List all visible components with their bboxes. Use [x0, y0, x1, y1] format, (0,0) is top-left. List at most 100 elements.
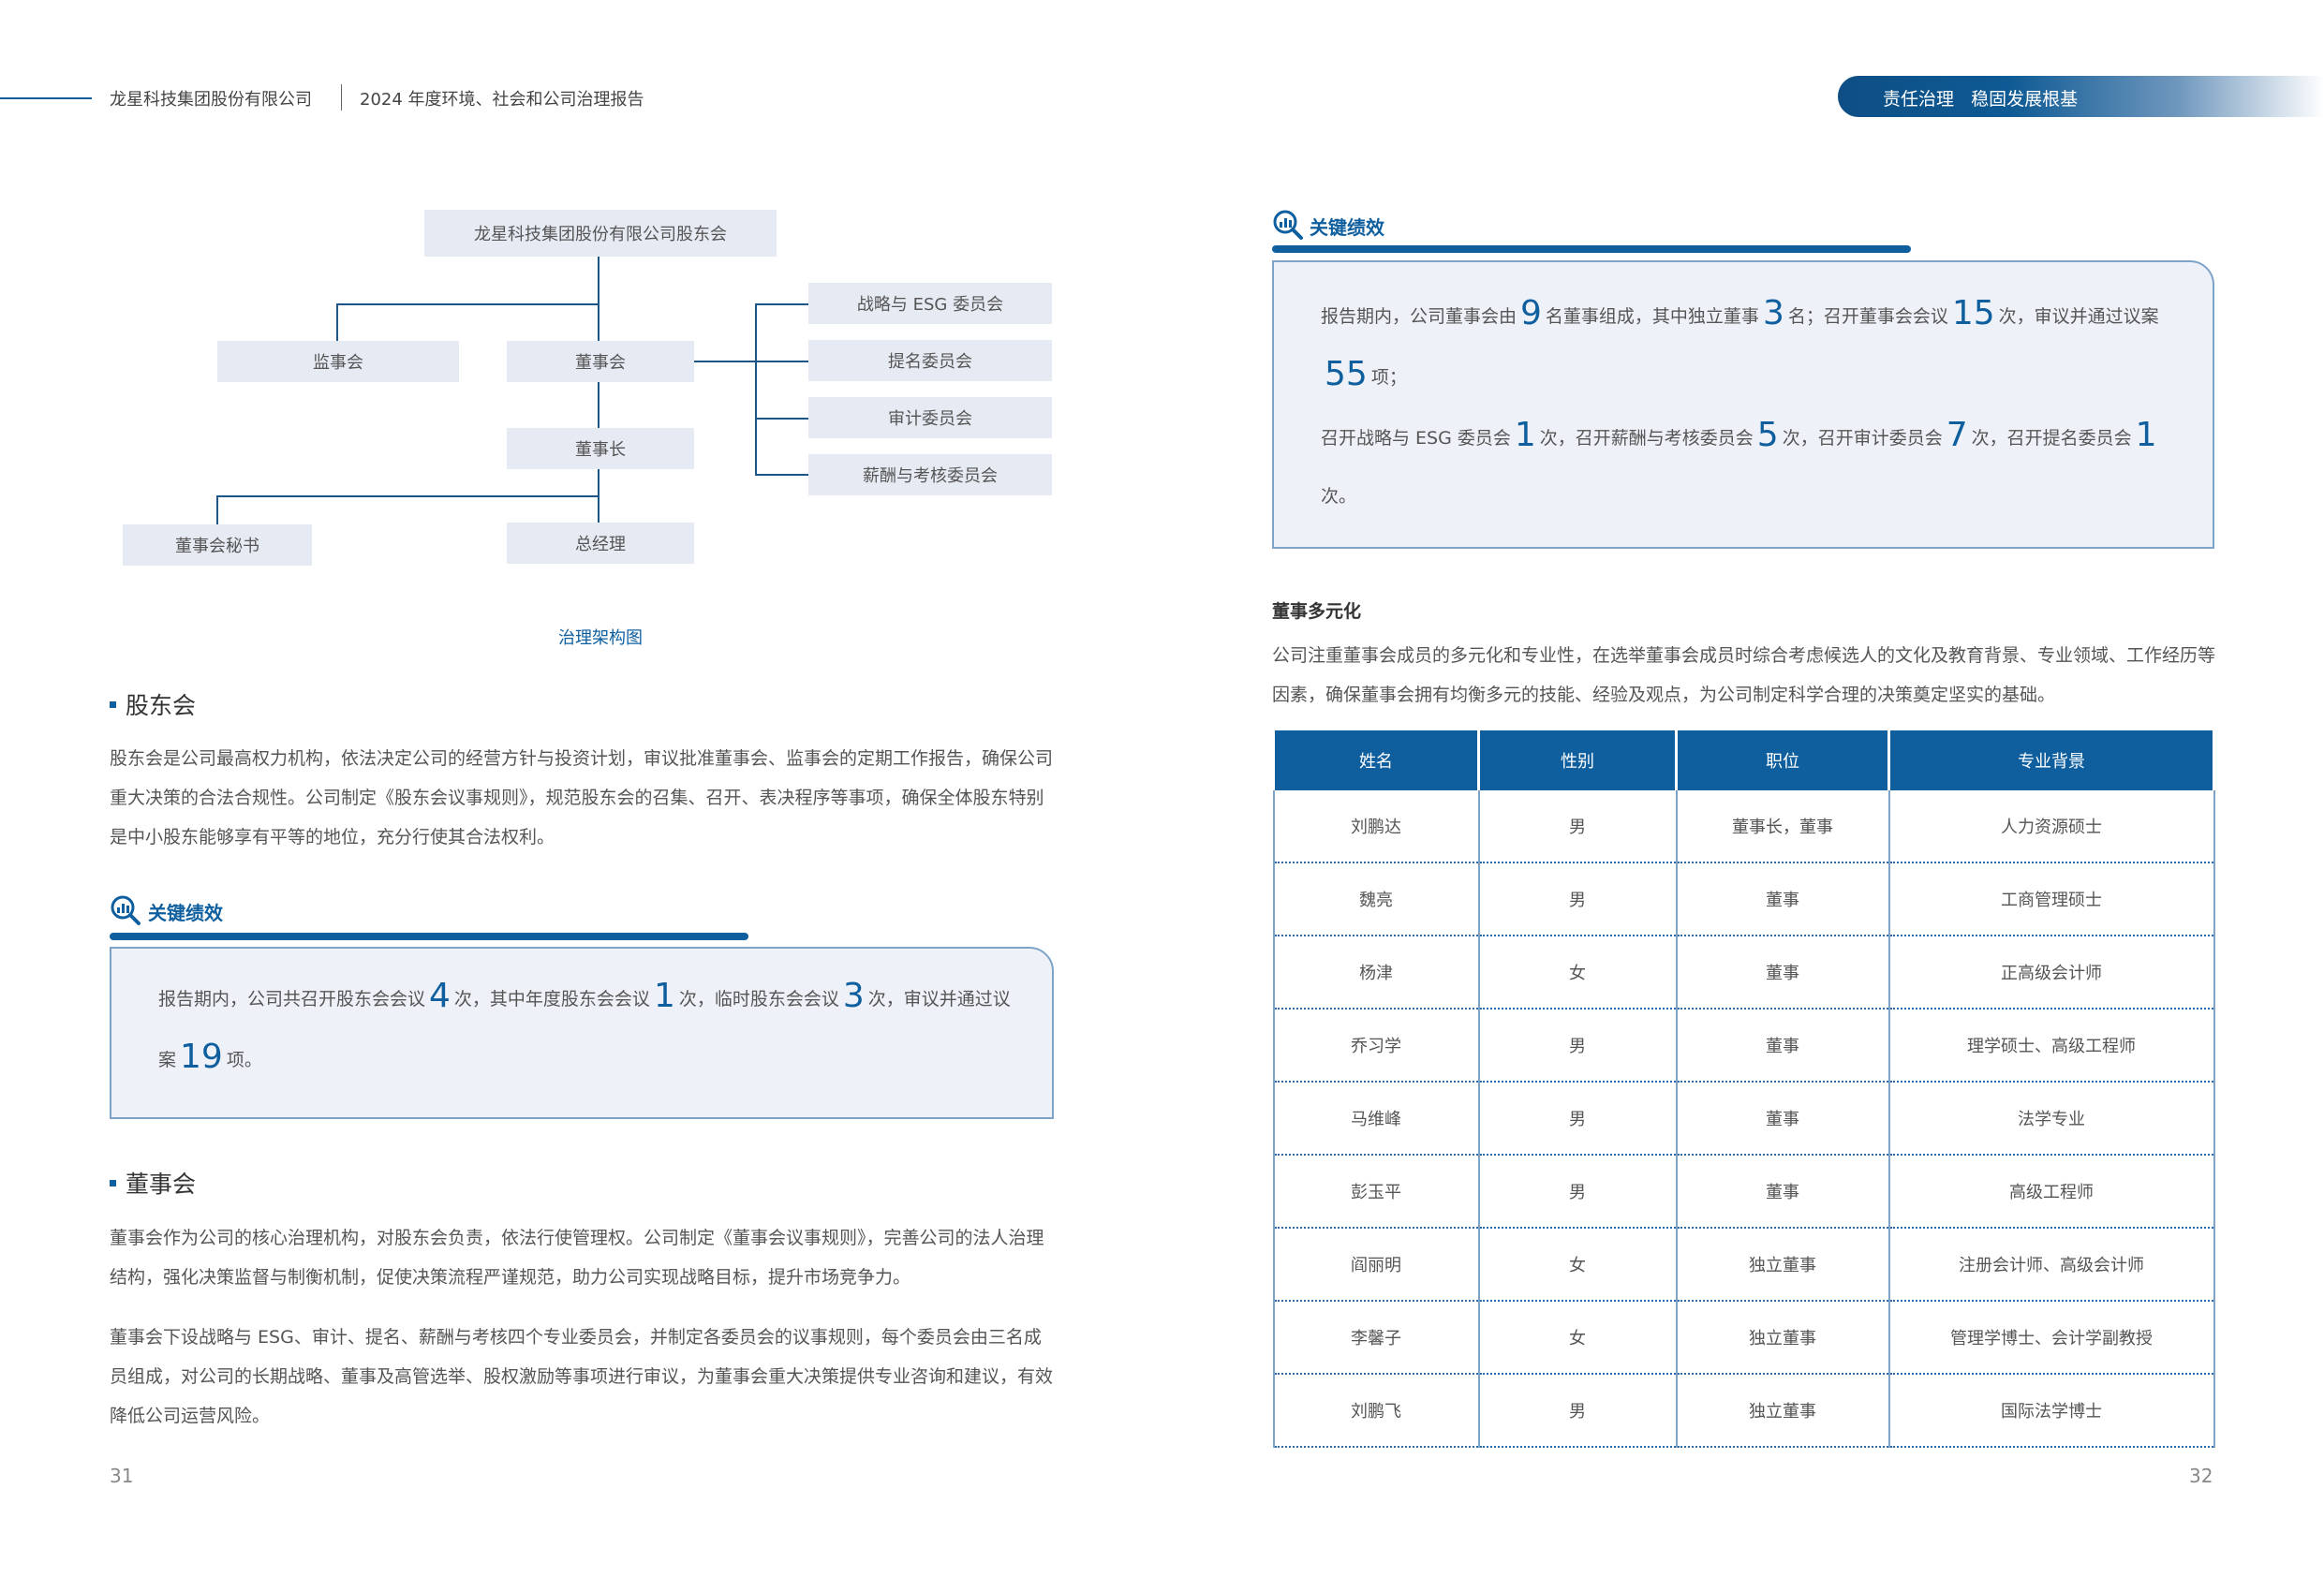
section-tag-banner	[1838, 76, 2324, 117]
org-node-chairman: 董事长	[507, 428, 694, 469]
section-title-shareholders: 股东会	[110, 687, 196, 721]
kp-number: 19	[180, 1038, 223, 1076]
org-node-supervisory: 监事会	[217, 341, 459, 382]
diversity-title: 董事多元化	[1272, 601, 1362, 622]
table-cell: 女	[1477, 1301, 1678, 1375]
connector	[755, 303, 808, 305]
table-cell: 男	[1477, 1155, 1678, 1229]
board-paragraph-2: 董事会下设战略与 ESG、审计、提名、薪酬与考核四个专业委员会，并制定各委员会的…	[110, 1327, 1054, 1426]
column-header: 职位	[1675, 730, 1890, 790]
table-row: 阎丽明女独立董事注册会计师、高级会计师	[1272, 1228, 2215, 1302]
connector	[755, 418, 808, 420]
table-cell: 马维峰	[1272, 1082, 1480, 1156]
kp-number: 7	[1946, 416, 1968, 454]
table-cell: 理学硕士、高级工程师	[1887, 1009, 2215, 1083]
header-separator	[341, 84, 342, 111]
kp-number: 4	[429, 977, 451, 1015]
table-cell: 刘鹏飞	[1272, 1374, 1480, 1448]
table-cell: 注册会计师、高级会计师	[1887, 1228, 2215, 1302]
table-row: 刘鹏达男董事长，董事人力资源硕士	[1272, 790, 2215, 863]
table-cell: 董事	[1675, 1082, 1890, 1156]
kp-underline	[1272, 245, 1911, 253]
diversity-paragraph: 公司注重董事会成员的多元化和专业性，在选举董事会成员时综合考虑候选人的文化及教育…	[1272, 645, 2216, 705]
connector	[755, 361, 808, 362]
header-rule	[0, 97, 92, 99]
connector	[598, 382, 600, 428]
org-node-committee: 提名委员会	[808, 340, 1052, 381]
table-row: 彭玉平男董事高级工程师	[1272, 1155, 2215, 1229]
table-cell: 男	[1477, 1009, 1678, 1083]
table-cell: 男	[1477, 862, 1678, 936]
column-header: 专业背景	[1887, 730, 2215, 790]
org-node-committee: 薪酬与考核委员会	[808, 454, 1052, 495]
org-node-secretary: 董事会秘书	[123, 524, 312, 566]
org-node-board: 董事会	[507, 341, 694, 382]
kp-underline	[110, 933, 748, 940]
org-node-general-manager: 总经理	[507, 523, 694, 564]
table-cell: 李馨子	[1272, 1301, 1480, 1375]
table-cell: 女	[1477, 936, 1678, 1010]
table-cell: 董事	[1675, 936, 1890, 1010]
company-name: 龙星科技集团股份有限公司	[110, 90, 312, 110]
section-tag: 责任治理 稳固发展根基	[1883, 89, 2079, 110]
org-node-committee: 审计委员会	[808, 397, 1052, 438]
director-table-body: 刘鹏达男董事长，董事人力资源硕士魏亮男董事工商管理硕士杨津女董事正高级会计师乔习…	[1272, 790, 2215, 1448]
column-header: 姓名	[1272, 730, 1480, 790]
kp-number: 1	[1514, 416, 1536, 454]
magnifier-chart-icon	[1273, 210, 1303, 240]
kp-title-board: 关键绩效	[1310, 216, 1384, 239]
table-cell: 阎丽明	[1272, 1228, 1480, 1302]
org-node-shareholders: 龙星科技集团股份有限公司股东会	[424, 210, 777, 257]
director-table: 姓名 性别 职位 专业背景 刘鹏达男董事长，董事人力资源硕士魏亮男董事工商管理硕…	[1272, 730, 2215, 1448]
connector	[216, 495, 600, 497]
connector	[336, 303, 600, 305]
board-paragraph-1: 董事会作为公司的核心治理机构，对股东会负责，依法行使管理权。公司制定《董事会议事…	[110, 1228, 1044, 1288]
table-cell: 高级工程师	[1887, 1155, 2215, 1229]
table-cell: 董事	[1675, 1155, 1890, 1229]
report-title: 2024 年度环境、社会和公司治理报告	[360, 90, 644, 110]
kp-number: 5	[1756, 416, 1779, 454]
kp-number: 3	[842, 977, 865, 1015]
kp-number: 15	[1951, 294, 1995, 332]
table-cell: 杨津	[1272, 936, 1480, 1010]
org-node-committee: 战略与 ESG 委员会	[808, 283, 1052, 324]
table-cell: 男	[1477, 1374, 1678, 1448]
table-cell: 女	[1477, 1228, 1678, 1302]
table-row: 马维峰男董事法学专业	[1272, 1082, 2215, 1156]
magnifier-chart-icon	[111, 895, 141, 925]
table-cell: 董事长，董事	[1675, 790, 1890, 863]
table-cell: 工商管理硕士	[1887, 862, 2215, 936]
kp-number: 3	[1762, 294, 1784, 332]
connector	[755, 474, 808, 476]
table-cell: 独立董事	[1675, 1228, 1890, 1302]
table-row: 魏亮男董事工商管理硕士	[1272, 862, 2215, 936]
table-cell: 彭玉平	[1272, 1155, 1480, 1229]
table-cell: 刘鹏达	[1272, 790, 1480, 863]
connector	[598, 257, 600, 341]
bullet-square	[110, 700, 116, 708]
table-row: 刘鹏飞男独立董事国际法学博士	[1272, 1374, 2215, 1448]
bullet-square	[110, 1179, 116, 1186]
table-row: 杨津女董事正高级会计师	[1272, 936, 2215, 1010]
page-number-left: 31	[110, 1465, 134, 1487]
connector	[336, 303, 338, 341]
table-cell: 国际法学博士	[1887, 1374, 2215, 1448]
table-cell: 独立董事	[1675, 1301, 1890, 1375]
section-title-board: 董事会	[110, 1166, 196, 1200]
kp-number: 1	[2135, 416, 2157, 454]
table-cell: 董事	[1675, 1009, 1890, 1083]
table-row: 乔习学男董事理学硕士、高级工程师	[1272, 1009, 2215, 1083]
table-cell: 人力资源硕士	[1887, 790, 2215, 863]
table-cell: 法学专业	[1887, 1082, 2215, 1156]
table-cell: 管理学博士、会计学副教授	[1887, 1301, 2215, 1375]
kp-number: 55	[1325, 355, 1368, 393]
column-header: 性别	[1477, 730, 1678, 790]
kp-title-shareholders: 关键绩效	[148, 902, 223, 924]
table-cell: 男	[1477, 790, 1678, 863]
connector	[755, 303, 757, 475]
page-number-right: 32	[2189, 1465, 2213, 1487]
connector	[694, 361, 756, 362]
table-cell: 男	[1477, 1082, 1678, 1156]
